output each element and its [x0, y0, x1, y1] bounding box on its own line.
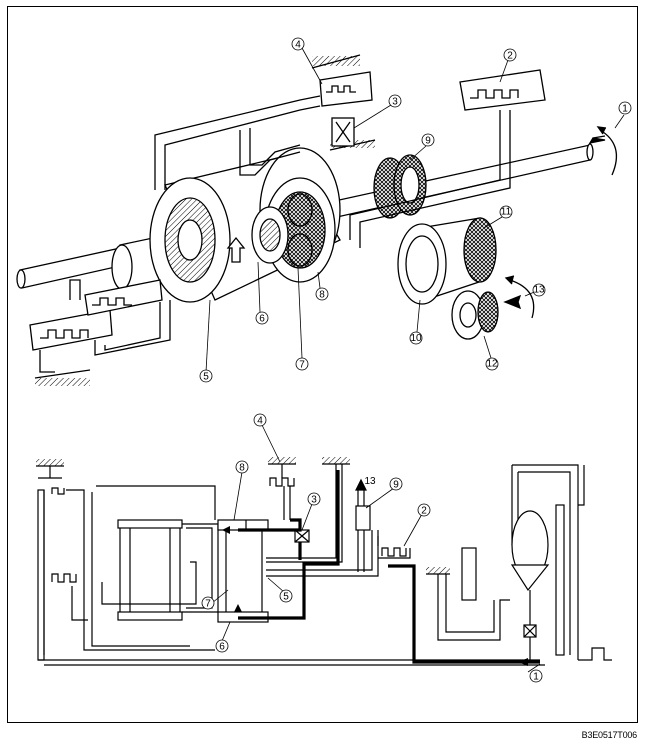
callout-bottom-8: 8	[239, 463, 245, 474]
callout-top-4: 4	[295, 40, 301, 51]
top-callout-labels: 1 2 3 4 5 6 7 8 9 10 11 12 13	[203, 40, 628, 383]
ground-hatch-top-4	[311, 54, 361, 69]
servo-schematic	[461, 547, 477, 601]
active-oil-path	[238, 470, 540, 664]
callout-bottom-1: 1	[533, 672, 539, 683]
callout-top-11: 11	[501, 207, 512, 218]
callout-bottom-9: 9	[393, 480, 399, 491]
schematic-view	[36, 457, 612, 666]
callout-top-2: 2	[507, 51, 513, 62]
arrow-13	[355, 478, 367, 491]
clutch-2-symbol	[381, 547, 407, 557]
callout-top-5: 5	[203, 372, 209, 383]
direction-arrow-1	[588, 135, 606, 144]
brake-3-top	[331, 117, 355, 147]
ground-left	[36, 459, 64, 479]
torque-converter	[510, 464, 612, 661]
rotation-arrow-13	[504, 275, 535, 319]
ground-right	[426, 567, 450, 575]
callout-top-12: 12	[486, 359, 498, 370]
gear-10-11	[397, 217, 497, 305]
ground-hatch-left-bottom	[34, 369, 91, 386]
callout-top-7: 7	[299, 360, 305, 371]
bottom-callouts	[201, 413, 543, 683]
callout-top-1: 1	[622, 104, 628, 115]
gear-12	[451, 290, 499, 340]
ground-mid	[322, 457, 350, 465]
callout-bottom-3: 3	[311, 495, 317, 506]
drum-schematic	[117, 519, 219, 621]
clutch-symbol-left-mid	[51, 573, 77, 583]
clutch-bottom-left	[29, 279, 171, 373]
callout-bottom-6: 6	[219, 642, 225, 653]
top-callouts	[199, 37, 632, 383]
brake-4-symbol	[269, 477, 295, 487]
callout-bottom-13: 13	[364, 476, 376, 487]
callout-bottom-4: 4	[257, 416, 263, 427]
callout-bottom-5: 5	[283, 592, 289, 603]
oil-path-arrows	[222, 526, 528, 666]
rotation-arrow-1	[596, 126, 618, 176]
callout-top-9: 9	[425, 136, 431, 147]
clutch-symbol-left-top	[51, 487, 65, 495]
clutch-2-top	[459, 69, 546, 111]
callout-top-6: 6	[259, 314, 265, 325]
callout-bottom-7: 7	[205, 599, 211, 610]
clutch-4-top	[319, 71, 373, 107]
cutaway-view	[16, 54, 618, 386]
shaft-9-schematic	[355, 505, 371, 531]
direction-arrow-12	[503, 294, 522, 310]
diagram-frame	[7, 6, 638, 723]
callout-top-3: 3	[392, 97, 398, 108]
callout-bottom-2: 2	[421, 506, 427, 517]
planetary-gearset	[226, 177, 336, 283]
ground-brake-4	[268, 457, 296, 465]
hydraulic-line-top	[154, 95, 511, 248]
callout-top-13: 13	[533, 285, 545, 296]
figure-code: B3E0517T006	[581, 730, 638, 740]
callout-top-10: 10	[410, 333, 422, 344]
bottom-callout-labels: 1 2 3 4 5 6 7 8 9 13	[205, 416, 539, 683]
gear-9	[373, 154, 427, 219]
planetary-schematic	[217, 519, 269, 623]
callout-top-8: 8	[319, 290, 325, 301]
